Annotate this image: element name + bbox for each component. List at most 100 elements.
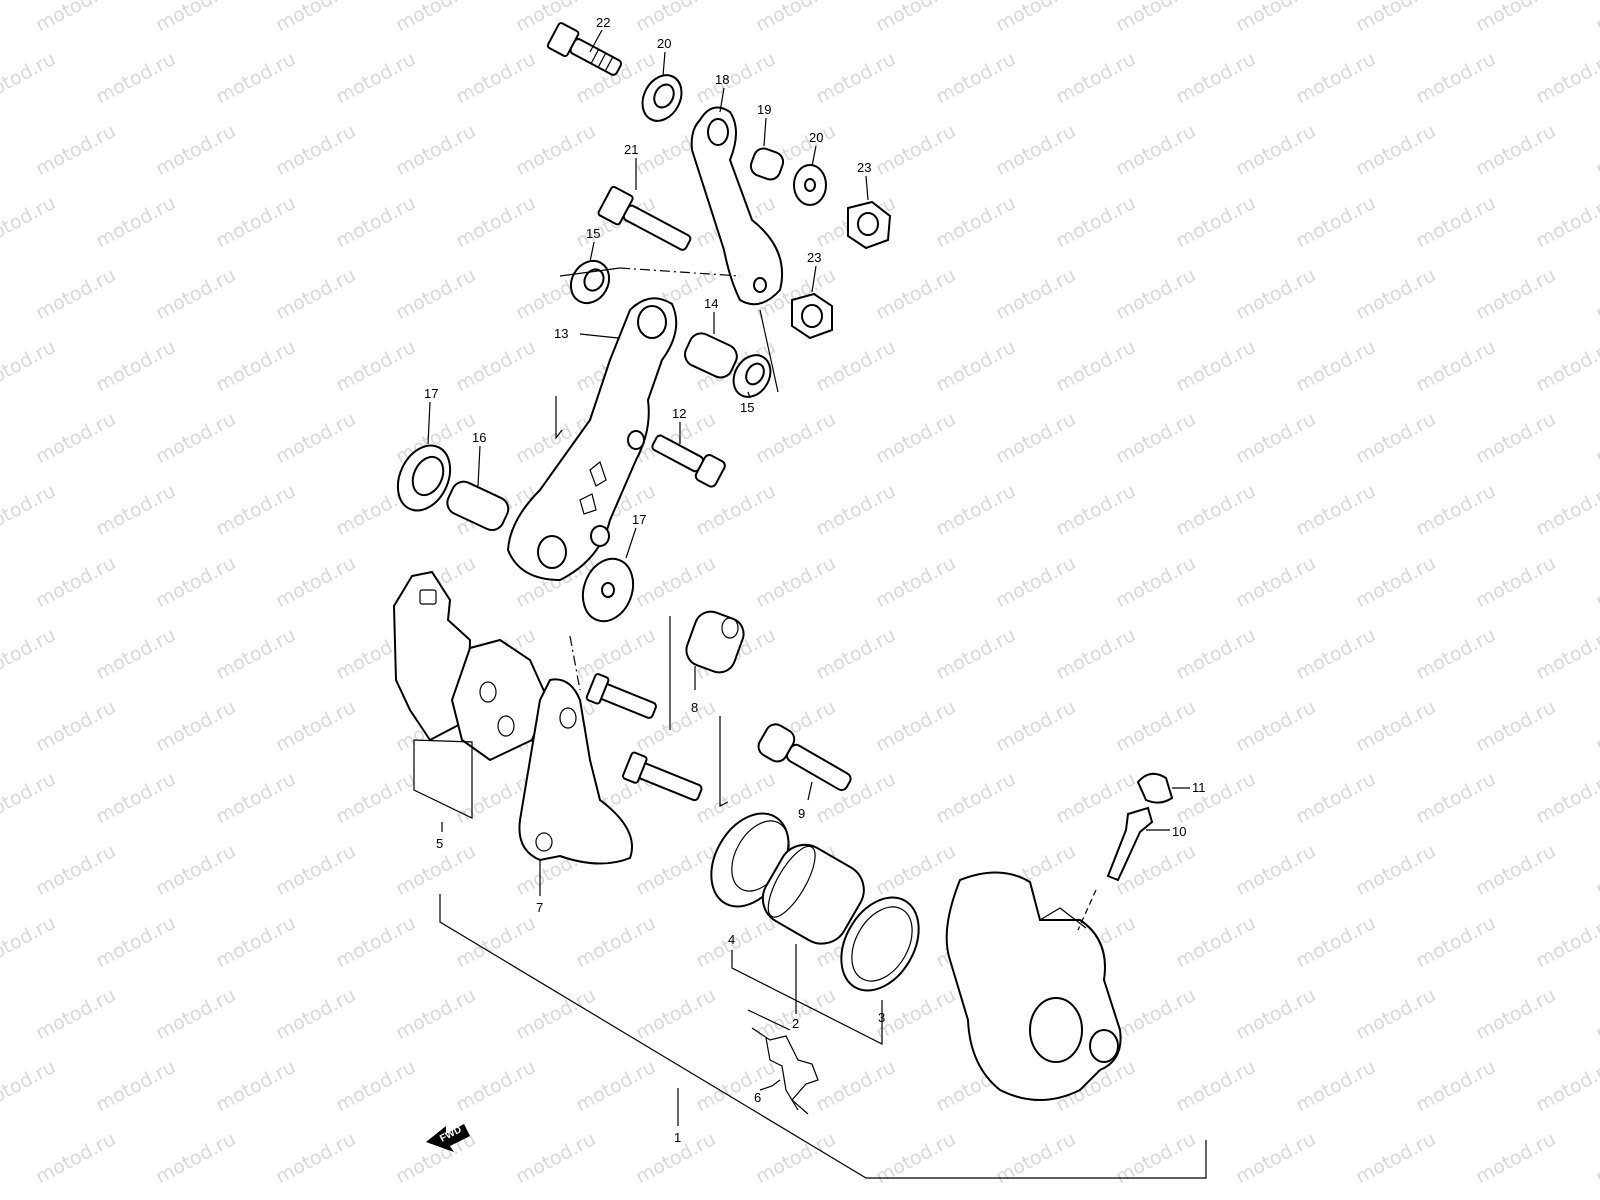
watermark-text: motod.ru bbox=[92, 192, 179, 252]
watermark-text: motod.ru bbox=[92, 1056, 179, 1116]
part-13-brake-arm bbox=[506, 297, 678, 582]
watermark-text: motod.ru bbox=[272, 408, 359, 468]
watermark-text: motod.ru bbox=[452, 1056, 539, 1116]
part-3-piston-seal bbox=[840, 896, 920, 992]
part-22-bolt bbox=[546, 22, 623, 76]
watermark-text: motod.ru bbox=[692, 1056, 779, 1116]
callout-5: 5 bbox=[436, 836, 443, 851]
watermark-text: motod.ru bbox=[0, 48, 59, 108]
watermark-text: motod.ru bbox=[572, 912, 659, 972]
part-21-bolt bbox=[597, 185, 692, 251]
watermark-text: motod.ru bbox=[272, 1128, 359, 1188]
watermark-text: motod.ru bbox=[152, 1128, 239, 1188]
watermark-text: motod.ru bbox=[0, 768, 59, 828]
part-8-boot bbox=[685, 610, 745, 674]
watermark-text: motod.ru bbox=[0, 336, 59, 396]
callout-13: 13 bbox=[554, 326, 568, 341]
part-12-bolt bbox=[651, 434, 726, 488]
watermark-text: motod.ru bbox=[152, 0, 239, 36]
watermark-text: motod.ru bbox=[812, 48, 899, 108]
watermark-text: motod.ru bbox=[932, 768, 1019, 828]
watermark-text: motod.ru bbox=[452, 912, 539, 972]
watermark-text: motod.ru bbox=[1532, 768, 1600, 828]
watermark-text: motod.ru bbox=[32, 840, 119, 900]
watermark-text: motod.ru bbox=[152, 840, 239, 900]
watermark-text: motod.ru bbox=[272, 840, 359, 900]
watermark-text: motod.ru bbox=[152, 552, 239, 612]
watermark-text: motod.ru bbox=[332, 1056, 419, 1116]
watermark-text: motod.ru bbox=[152, 984, 239, 1044]
watermark-text: motod.ru bbox=[212, 1056, 299, 1116]
watermark-text: motod.ru bbox=[1232, 840, 1319, 900]
part-10-bleeder-valve bbox=[1106, 806, 1154, 882]
watermark-text: motod.ru bbox=[152, 264, 239, 324]
watermark-text: motod.ru bbox=[1412, 1056, 1499, 1116]
watermark-text: motod.ru bbox=[632, 0, 719, 36]
watermark-text: motod.ru bbox=[1352, 840, 1439, 900]
watermark-text: motod.ru bbox=[1472, 984, 1559, 1044]
watermark-text: motod.ru bbox=[452, 336, 539, 396]
watermark-text: motod.ru bbox=[1172, 912, 1259, 972]
part-18-link-plate bbox=[690, 106, 784, 306]
watermark-text: motod.ru bbox=[1592, 120, 1600, 180]
watermark-text: motod.ru bbox=[212, 912, 299, 972]
watermark-text: motod.ru bbox=[692, 48, 779, 108]
watermark-text: motod.ru bbox=[1172, 1056, 1259, 1116]
part-20-washer-right bbox=[793, 164, 827, 206]
watermark-text: motod.ru bbox=[932, 192, 1019, 252]
watermark-text: motod.ru bbox=[212, 336, 299, 396]
watermark-text: motod.ru bbox=[572, 624, 659, 684]
watermark-text: motod.ru bbox=[1172, 624, 1259, 684]
watermark-text: motod.ru bbox=[272, 0, 359, 36]
watermark-text: motod.ru bbox=[1352, 696, 1439, 756]
callout-23-top: 23 bbox=[857, 160, 871, 175]
callout-labels: 22 20 18 19 20 21 23 15 23 14 13 17 16 1… bbox=[424, 15, 1206, 1145]
watermark-text: motod.ru bbox=[1352, 264, 1439, 324]
watermark-text: motod.ru bbox=[92, 624, 179, 684]
watermark-text: motod.ru bbox=[1172, 768, 1259, 828]
watermark-text: motod.ru bbox=[0, 192, 59, 252]
callout-7: 7 bbox=[536, 900, 543, 915]
watermark-text: motod.ru bbox=[752, 0, 839, 36]
watermark-text: motod.ru bbox=[872, 264, 959, 324]
callout-19: 19 bbox=[757, 102, 771, 117]
callout-23-mid: 23 bbox=[807, 250, 821, 265]
callout-11: 11 bbox=[1192, 780, 1206, 795]
callout-20-top: 20 bbox=[657, 36, 671, 51]
watermark-text: motod.ru bbox=[1412, 192, 1499, 252]
watermark-text: motod.ru bbox=[752, 1128, 839, 1188]
watermark-text: motod.ru bbox=[812, 480, 899, 540]
watermark-text: motod.ru bbox=[332, 912, 419, 972]
watermark-text: motod.ru bbox=[1232, 1128, 1319, 1188]
watermark-text: motod.ru bbox=[1112, 120, 1199, 180]
watermark-text: motod.ru bbox=[332, 336, 419, 396]
part-9-slide-pin bbox=[757, 723, 852, 791]
watermark-text: motod.ru bbox=[1352, 0, 1439, 36]
watermark-text: motod.ru bbox=[1352, 1128, 1439, 1188]
watermark-text: motod.ru bbox=[0, 912, 59, 972]
watermark-text: motod.ru bbox=[1292, 624, 1379, 684]
part-17-washer-right bbox=[581, 557, 635, 623]
watermark-text: motod.ru bbox=[1112, 264, 1199, 324]
callout-18: 18 bbox=[715, 72, 729, 87]
watermark-text: motod.ru bbox=[992, 264, 1079, 324]
watermark-text: motod.ru bbox=[1052, 192, 1139, 252]
callout-3: 3 bbox=[878, 1010, 885, 1025]
watermark-text: motod.ru bbox=[272, 696, 359, 756]
part-14-collar bbox=[684, 332, 738, 379]
watermark-text: motod.ru bbox=[1412, 912, 1499, 972]
callout-17-right: 17 bbox=[632, 512, 646, 527]
part-11-bleeder-cap bbox=[1136, 772, 1174, 804]
watermark-text: motod.ru bbox=[332, 48, 419, 108]
watermark-text: motod.ru bbox=[1292, 48, 1379, 108]
watermark-text: motod.ru bbox=[212, 192, 299, 252]
watermark-text: motod.ru bbox=[992, 0, 1079, 36]
watermark-text: motod.ru bbox=[1112, 408, 1199, 468]
callout-6: 6 bbox=[754, 1090, 761, 1105]
callout-21: 21 bbox=[624, 142, 638, 157]
watermark-text: motod.ru bbox=[1052, 336, 1139, 396]
watermark-text: motod.ru bbox=[992, 120, 1079, 180]
watermark-text: motod.ru bbox=[212, 48, 299, 108]
callout-4: 4 bbox=[728, 932, 735, 947]
watermark-text: motod.ru bbox=[92, 336, 179, 396]
